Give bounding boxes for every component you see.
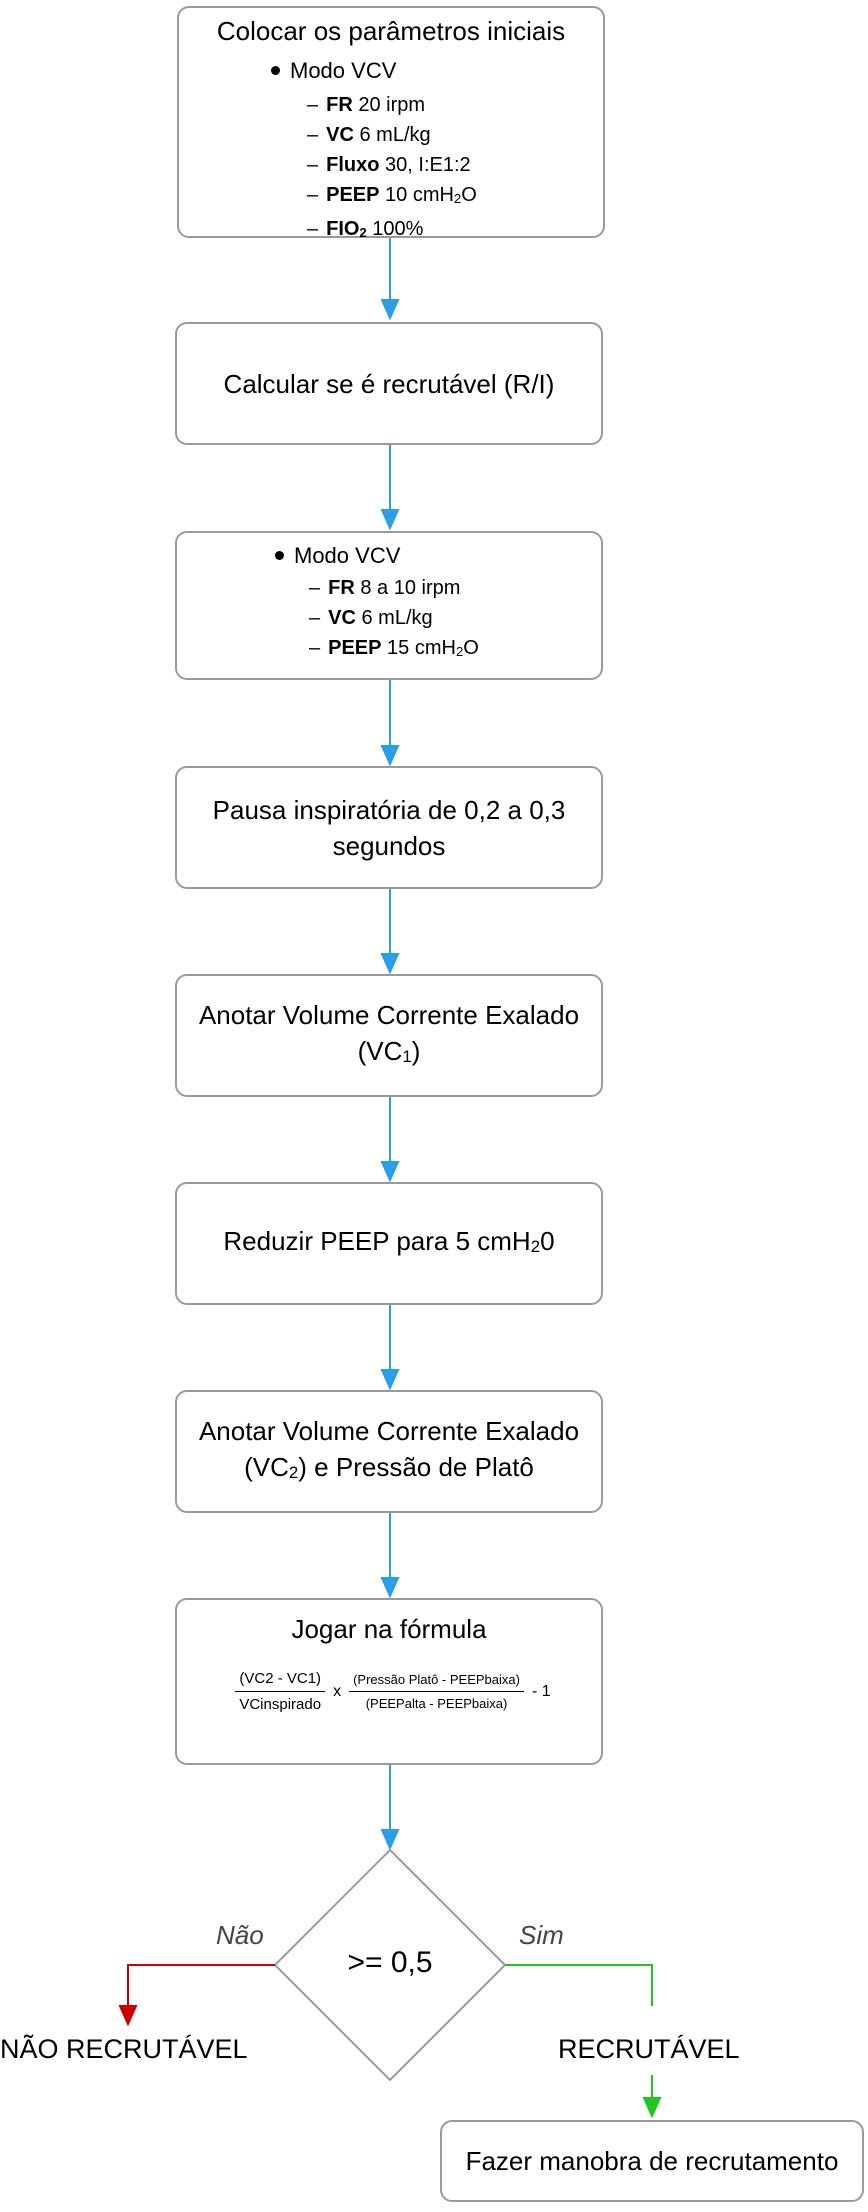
vcv-settings-box: Modo VCV –FR 8 a 10 irpm –VC 6 mL/kg –PE… [175,531,603,680]
formula-times: x [333,1682,342,1700]
param-vc: –VC 6 mL/kg [307,124,431,146]
yes-branch-line [505,1964,653,2006]
param-list: –FR 20 irpm –VC 6 mL/kg –Fluxo 30, I:E1:… [307,90,477,248]
recruitable-outcome: RECRUTÁVEL [558,2034,740,2064]
annotate-vc1-line2: (VC1) [357,1035,421,1066]
decision-text: >= 0,5 [347,1946,433,1979]
no-branch-line [127,1964,275,2006]
initial-parameters-box: Colocar os parâmetros iniciais Modo VCV … [177,6,605,240]
bullet-dot [271,65,280,75]
reduce-peep-box: Reduzir PEEP para 5 cmH20 [175,1182,603,1305]
annotate-vc2-line1: Anotar Volume Corrente Exalado [198,1415,580,1446]
recruitment-maneuver-text: Fazer manobra de recrutamento [465,2145,839,2176]
mode-vcv-bullet-2: Modo VCV [275,541,400,571]
formula: (VC2 - VC1) VCinspirado x (Pressão Platô… [195,1670,591,1713]
fraction-1-denominator: VCinspirado [239,1696,322,1713]
formula-fraction-1: (VC2 - VC1) VCinspirado [235,1670,326,1713]
param-fluxo: –Fluxo 30, I:E1:2 [307,154,471,176]
annotate-vc1-line1: Anotar Volume Corrente Exalado [198,999,580,1030]
inspiratory-pause-line2: segundos [332,830,446,861]
inspiratory-pause-line1: Pausa inspiratória de 0,2 a 0,3 [212,794,566,825]
fraction-2-numerator: (Pressão Platô - PEEPbaixa) [353,1672,520,1687]
not-recruitable-outcome: NÃO RECRUTÁVEL [0,2034,248,2064]
formula-minus-one: - 1 [531,1682,551,1700]
param-fr-2: –FR 8 a 10 irpm [309,577,461,599]
decision-diamond [273,1848,507,2082]
param-list-2: –FR 8 a 10 irpm –VC 6 mL/kg –PEEP 15 cmH… [309,573,479,667]
annotate-vc2-line2: (VC2) e Pressão de Platô [244,1451,534,1482]
calculate-recruitable-box: Calcular se é recrutável (R/I) [175,322,603,445]
initial-parameters-title: Colocar os parâmetros iniciais [216,16,566,46]
formula-fraction-2: (Pressão Platô - PEEPbaixa) (PEEPalta - … [349,1672,524,1711]
inspiratory-pause-box: Pausa inspiratória de 0,2 a 0,3 segundos [175,766,603,889]
param-vc-2: –VC 6 mL/kg [309,607,433,629]
formula-box: Jogar na fórmula (VC2 - VC1) VCinspirado… [175,1598,603,1765]
calculate-recruitable-text: Calcular se é recrutável (R/I) [223,368,555,399]
param-fr: –FR 20 irpm [307,94,426,116]
fraction-1-bar [235,1691,326,1692]
formula-title: Jogar na fórmula [291,1614,487,1644]
fraction-1-numerator: (VC2 - VC1) [239,1670,322,1687]
fraction-2-bar [349,1691,524,1692]
param-fio2: –FIO2 100% [307,218,424,240]
yes-label: Sim [519,1920,564,1950]
param-peep-2: –PEEP 15 cmH2O [309,637,479,659]
fraction-2-denominator: (PEEPalta - PEEPbaixa) [365,1696,508,1711]
reduce-peep-text: Reduzir PEEP para 5 cmH20 [223,1225,555,1256]
annotate-vc2-box: Anotar Volume Corrente Exalado (VC2) e P… [175,1390,603,1513]
no-label: Não [216,1920,264,1950]
recruitment-maneuver-box: Fazer manobra de recrutamento [440,2120,864,2202]
param-peep: –PEEP 10 cmH2O [307,184,477,206]
annotate-vc1-box: Anotar Volume Corrente Exalado (VC1) [175,974,603,1097]
mode-vcv-bullet: Modo VCV [271,56,396,86]
bullet-dot [275,550,284,560]
